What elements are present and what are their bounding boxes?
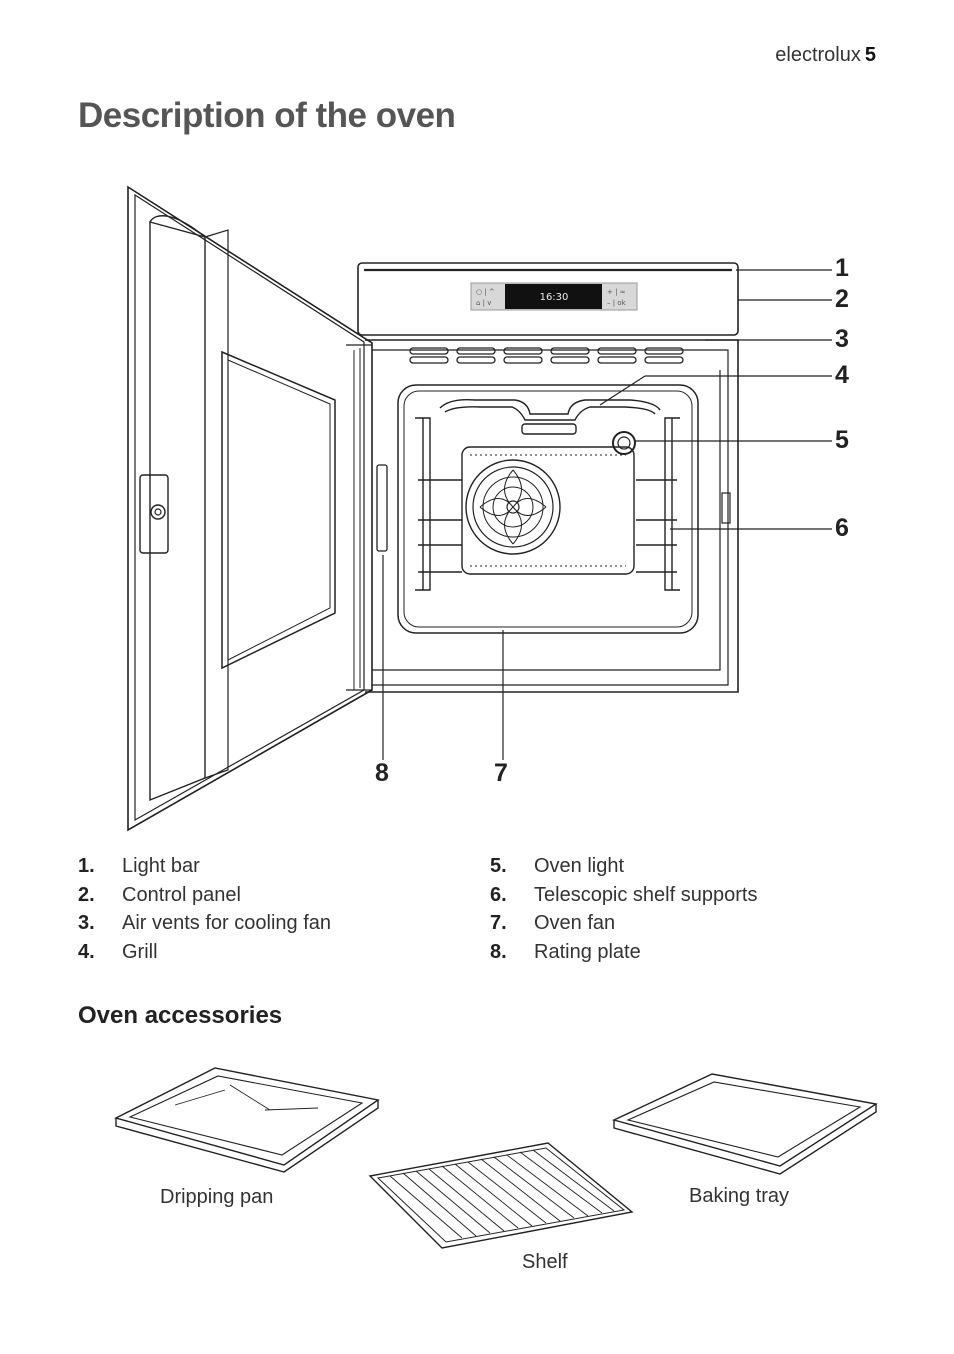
page-title: Description of the oven (78, 96, 456, 135)
callout-4: 4 (835, 361, 849, 389)
callout-3: 3 (835, 325, 849, 353)
brand-name: electrolux (775, 44, 861, 66)
oven-diagram: 16:30 ○ | ^ ⌂ | v + | ≈ – | ok (127, 185, 832, 832)
callout-6: 6 (835, 514, 849, 542)
svg-text:⌂ | v: ⌂ | v (476, 299, 491, 307)
callout-lines (382, 269, 832, 760)
callout-5: 5 (835, 426, 849, 454)
svg-text:+ | ≈: + | ≈ (607, 288, 626, 296)
control-panel-drawing: 16:30 ○ | ^ ⌂ | v + | ≈ – | ok (357, 262, 739, 336)
legend-column-right: 5.Oven light 6.Telescopic shelf supports… (490, 855, 757, 969)
oven-cavity-drawing (365, 339, 739, 693)
dripping-pan-drawing (114, 1067, 380, 1173)
dripping-pan-label: Dripping pan (160, 1186, 274, 1208)
legend-item: 6.Telescopic shelf supports (490, 883, 758, 906)
shelf-label: Shelf (522, 1251, 568, 1273)
clock-display: 16:30 (540, 292, 569, 303)
callout-2: 2 (835, 285, 849, 313)
legend-item: 4.Grill (78, 940, 158, 963)
legend-item: 2.Control panel (78, 883, 241, 906)
page-number: 5 (864, 44, 876, 66)
legend-item: 1.Light bar (78, 855, 200, 877)
callout-8: 8 (375, 759, 389, 787)
oven-door (127, 185, 373, 832)
svg-text:○ | ^: ○ | ^ (476, 288, 495, 296)
shelf-drawing (368, 1142, 634, 1249)
svg-text:– | ok: – | ok (607, 299, 627, 307)
legend-item: 8.Rating plate (490, 940, 641, 963)
baking-tray-label: Baking tray (689, 1185, 790, 1207)
legend-item: 7.Oven fan (490, 912, 616, 934)
legend-item: 5.Oven light (490, 855, 625, 877)
legend-item: 3.Air vents for cooling fan (78, 912, 331, 934)
callout-1: 1 (835, 254, 849, 282)
legend-column-left: 1.Light bar 2.Control panel 3.Air vents … (78, 855, 331, 969)
callout-7: 7 (494, 759, 508, 787)
accessories-drawing (114, 1067, 878, 1249)
accessories-heading: Oven accessories (78, 1002, 283, 1029)
baking-tray-drawing (611, 1073, 878, 1175)
rating-plate-drawing (376, 464, 388, 552)
